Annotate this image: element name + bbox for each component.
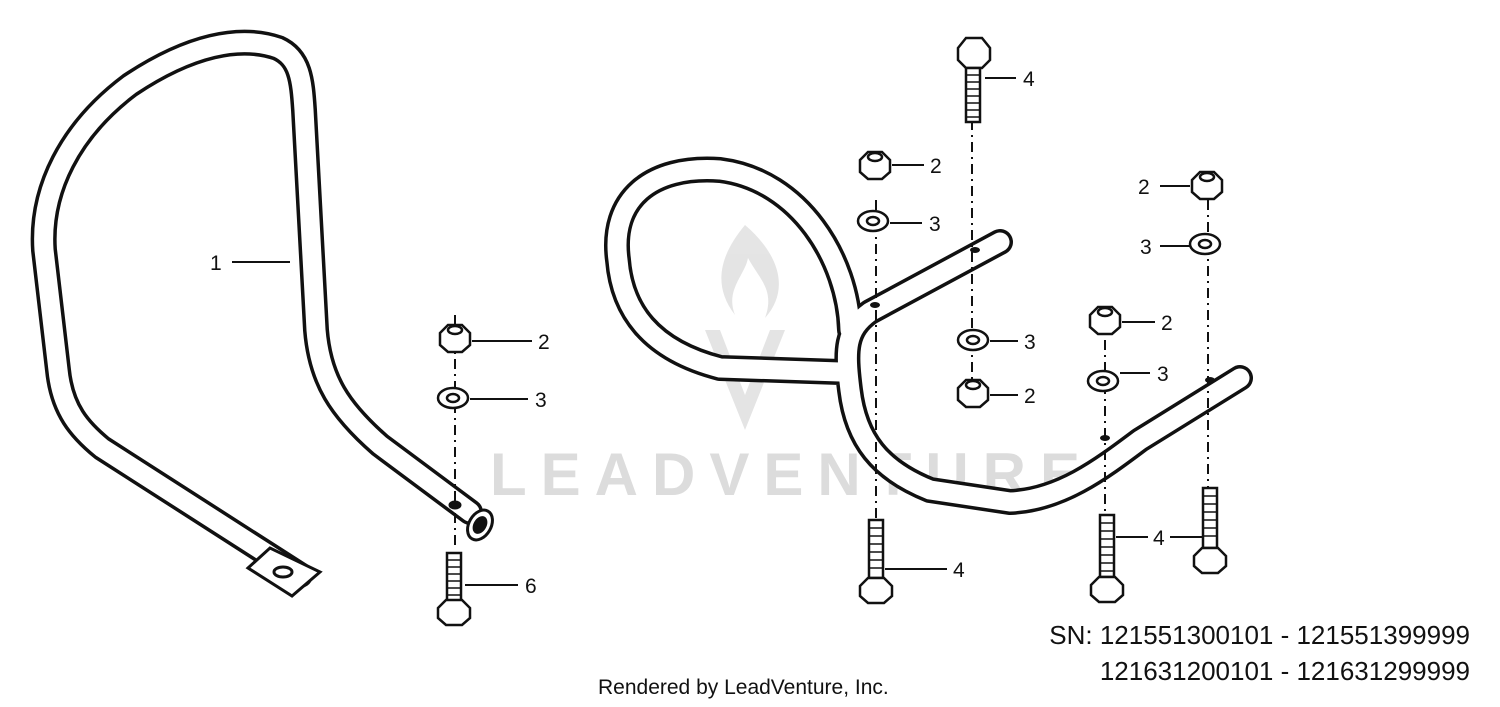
callouts: 1 2 3 6 2 3 4 3 2 4 2 3 2 3 4 — [210, 68, 1173, 598]
hex-nut-icon — [438, 323, 472, 354]
callout-4: 4 — [1153, 527, 1165, 550]
callout-2: 2 — [1161, 312, 1173, 335]
lock-washer-icon — [956, 328, 990, 352]
callout-3: 3 — [535, 389, 547, 412]
callout-1: 1 — [210, 252, 222, 275]
hex-bolt-icon — [1089, 513, 1125, 604]
left-bar-flat-tab — [245, 546, 323, 598]
hex-bolt-icon — [956, 36, 992, 124]
watermark-flame-icon — [705, 225, 785, 430]
lock-washer-icon — [1086, 369, 1120, 393]
left-bumper-bar — [30, 29, 483, 588]
hex-nut-icon — [858, 150, 892, 181]
serial-number-range-2: 121631200101 - 121631299999 — [1099, 656, 1470, 686]
hardware — [436, 36, 1228, 627]
callout-2: 2 — [538, 331, 550, 354]
lock-washer-icon — [436, 386, 470, 410]
render-credit: Rendered by LeadVenture, Inc. — [598, 676, 889, 699]
serial-number-range-1: SN: 121551300101 - 121551399999 — [1049, 620, 1470, 650]
hex-nut-icon — [1190, 170, 1224, 201]
hex-nut-icon — [1088, 305, 1122, 336]
callout-4: 4 — [1023, 68, 1035, 91]
hex-nut-icon — [956, 378, 990, 409]
left-bar-tube-end — [448, 500, 494, 542]
callout-3: 3 — [1157, 363, 1169, 386]
leader-lines — [232, 77, 1202, 586]
hex-bolt-icon — [858, 518, 894, 605]
lock-washer-icon — [1188, 232, 1222, 256]
right-bumper-bar — [604, 156, 1253, 515]
callout-4: 4 — [953, 559, 965, 582]
callout-3: 3 — [1024, 331, 1036, 354]
hex-bolt-icon — [1192, 486, 1228, 575]
hex-bolt-icon — [436, 551, 472, 627]
callout-2: 2 — [1024, 385, 1036, 408]
callout-3: 3 — [1140, 236, 1152, 259]
callout-2: 2 — [930, 155, 942, 178]
lock-washer-icon — [856, 209, 890, 233]
callout-3: 3 — [929, 213, 941, 236]
callout-6: 6 — [525, 575, 537, 598]
callout-2: 2 — [1138, 176, 1150, 199]
